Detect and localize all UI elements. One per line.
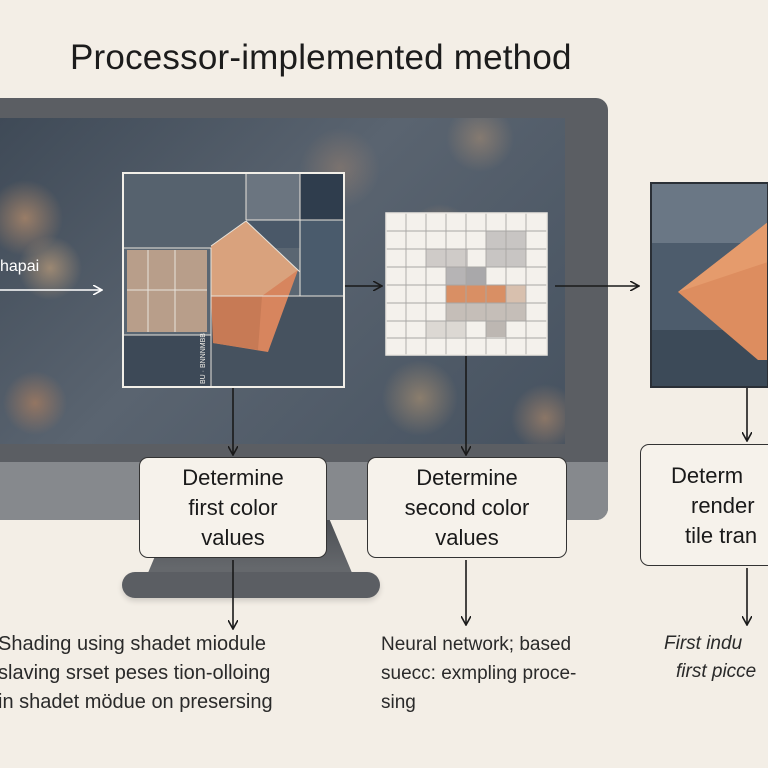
step-2-line-1: Determine xyxy=(416,465,518,490)
diagram-title: Processor-implemented method xyxy=(70,38,572,77)
step-1-line-1: Determine xyxy=(182,465,284,490)
pixel-grid-panel xyxy=(385,212,548,356)
tile-grid-panel: BU · BNNNMBB xyxy=(122,172,345,388)
note-3-line-2: first picce xyxy=(676,661,757,682)
tile-grid-tiny-text: BU · BNNNMBB xyxy=(200,333,207,384)
step-determine-render-tile: Determ render tile tran xyxy=(640,444,768,566)
step-determine-second-color-values: Determine second color values xyxy=(367,457,567,558)
note-3-line-1: First indu xyxy=(664,633,743,654)
step-1-line-2: first color xyxy=(188,495,278,520)
note-2-line-3: sing xyxy=(381,692,416,713)
note-1-line-2: slaving srset peses tion-olloing xyxy=(0,662,271,684)
note-1-line-1: Shading using shadet miodule xyxy=(0,633,266,655)
rendered-tile-panel xyxy=(650,182,768,388)
step-determine-first-color-values: Determine first color values xyxy=(139,457,327,558)
step-3-line-3: tile tran xyxy=(685,523,758,548)
step-2-line-2: second color xyxy=(404,495,530,520)
note-2-line-2: suecc: exmpling proce- xyxy=(381,663,577,684)
monitor-stand-base xyxy=(122,572,380,598)
note-2-line-1: Neural network; based xyxy=(381,634,572,655)
step-2-line-3: values xyxy=(435,525,499,550)
note-shading-module: Shading using shadet miodule slaving srs… xyxy=(0,630,273,717)
step-3-line-1: Determ xyxy=(671,463,744,488)
step-1-line-3: values xyxy=(201,525,265,550)
step-3-line-2: render xyxy=(691,493,755,518)
note-1-line-3: in shadet mödue on presersing xyxy=(0,691,273,713)
note-first-induction: First indu first picce xyxy=(664,630,756,686)
note-neural-network: Neural network; based suecc: exmpling pr… xyxy=(381,630,576,717)
input-label: hapai xyxy=(0,258,39,275)
